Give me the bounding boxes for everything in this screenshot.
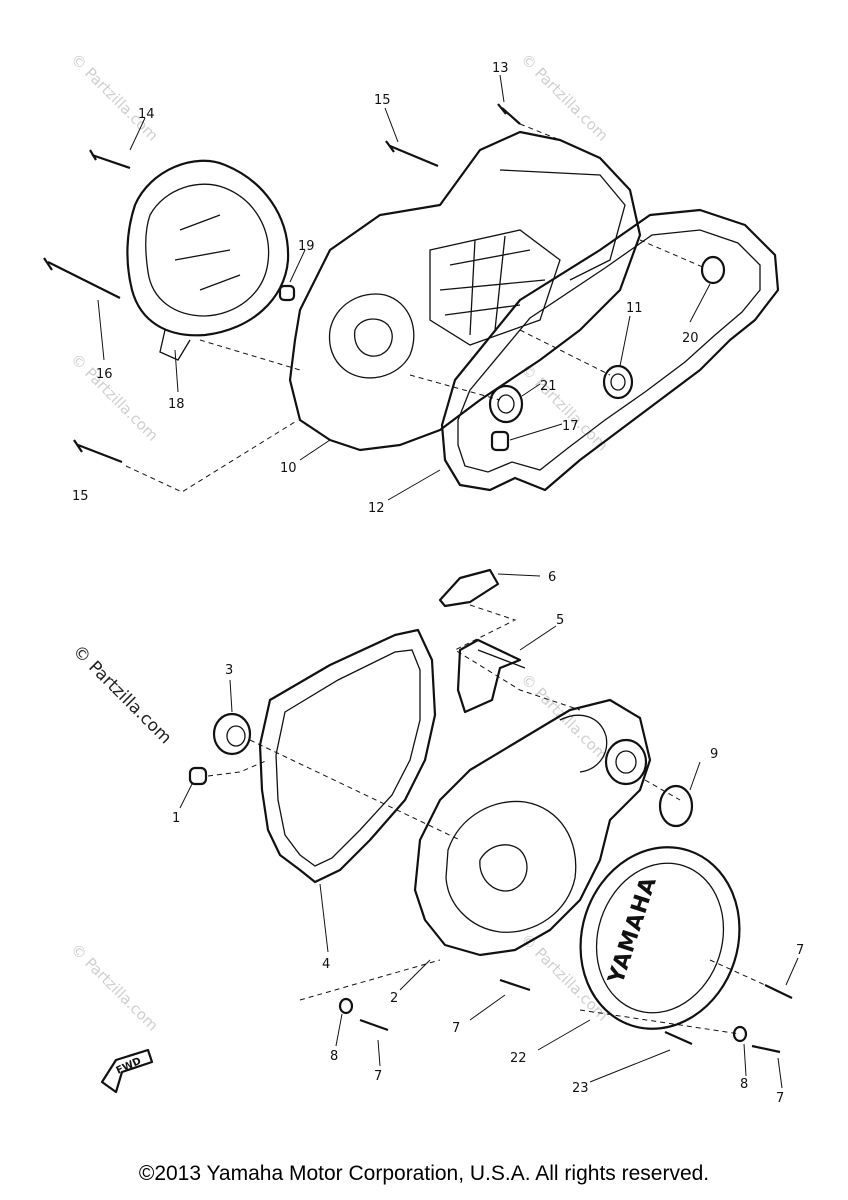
copyright-notice: ©2013 Yamaha Motor Corporation, U.S.A. A… — [138, 1162, 710, 1185]
callout-10: 10 — [280, 461, 297, 476]
part-12-gasket — [440, 208, 780, 492]
part-9-plug — [658, 784, 694, 828]
callout-7: 7 — [452, 1021, 460, 1036]
callout-labels: 14 15 13 19 16 18 10 15 12 11 20 21 17 6… — [72, 61, 804, 1106]
watermark: © Partzilla.com — [67, 50, 162, 145]
callout-2: 2 — [390, 991, 398, 1006]
callout-3: 3 — [225, 663, 233, 678]
callout-5: 5 — [556, 613, 564, 628]
callout-7: 7 — [374, 1069, 382, 1084]
callout-8: 8 — [330, 1049, 338, 1064]
bracket-alignment-line — [453, 604, 581, 711]
yamaha-logo-text: YAMAHA — [604, 873, 662, 987]
watermarks: © Partzilla.com © Partzilla.com © Partzi… — [67, 50, 612, 1035]
part-2-cover — [413, 698, 652, 957]
callout-15: 15 — [374, 93, 391, 108]
callout-16: 16 — [96, 367, 113, 382]
part-3-seal — [212, 712, 252, 756]
callout-19: 19 — [298, 239, 315, 254]
upper-small-parts — [278, 255, 726, 452]
watermark-dark: © Partzilla.com — [68, 641, 175, 748]
callout-8: 8 — [740, 1077, 748, 1092]
callout-7: 7 — [796, 943, 804, 958]
callout-23: 23 — [572, 1081, 589, 1096]
callout-22: 22 — [510, 1051, 527, 1066]
part-18-cover — [126, 159, 290, 361]
lower-small-parts — [338, 978, 793, 1054]
upper-bolts — [43, 103, 521, 464]
watermark: © Partzilla.com — [517, 50, 612, 145]
callout-4: 4 — [322, 957, 330, 972]
callout-1: 1 — [172, 811, 180, 826]
watermark: © Partzilla.com — [67, 350, 162, 445]
part-22-yamaha-cover: YAMAHA — [579, 846, 741, 1030]
callout-12: 12 — [368, 501, 385, 516]
watermark: © Partzilla.com — [67, 940, 162, 1035]
callout-20: 20 — [682, 331, 699, 346]
callout-13: 13 — [492, 61, 509, 76]
upper-alignment-lines — [125, 123, 706, 493]
watermark: © Partzilla.com — [517, 930, 612, 1025]
callout-14: 14 — [138, 107, 155, 122]
callout-18: 18 — [168, 397, 185, 412]
lower-leaders — [179, 679, 799, 1089]
callout-11: 11 — [626, 301, 643, 316]
callout-21: 21 — [540, 379, 557, 394]
part-5-bracket — [456, 625, 557, 714]
part-10-crankcase-cover — [288, 130, 642, 452]
callout-17: 17 — [562, 419, 579, 434]
callout-6: 6 — [548, 570, 556, 585]
part-1-dowel — [188, 766, 208, 786]
fwd-arrow-icon: FWD — [100, 1048, 154, 1094]
upper-leaders — [97, 74, 711, 501]
callout-9: 9 — [710, 747, 718, 762]
part-4-gasket — [258, 628, 437, 884]
part-6-bracket — [438, 568, 541, 608]
callout-15: 15 — [72, 489, 89, 504]
watermark: © Partzilla.com — [517, 360, 612, 455]
callout-7: 7 — [776, 1091, 784, 1106]
lower-alignment-lines — [207, 739, 766, 1035]
